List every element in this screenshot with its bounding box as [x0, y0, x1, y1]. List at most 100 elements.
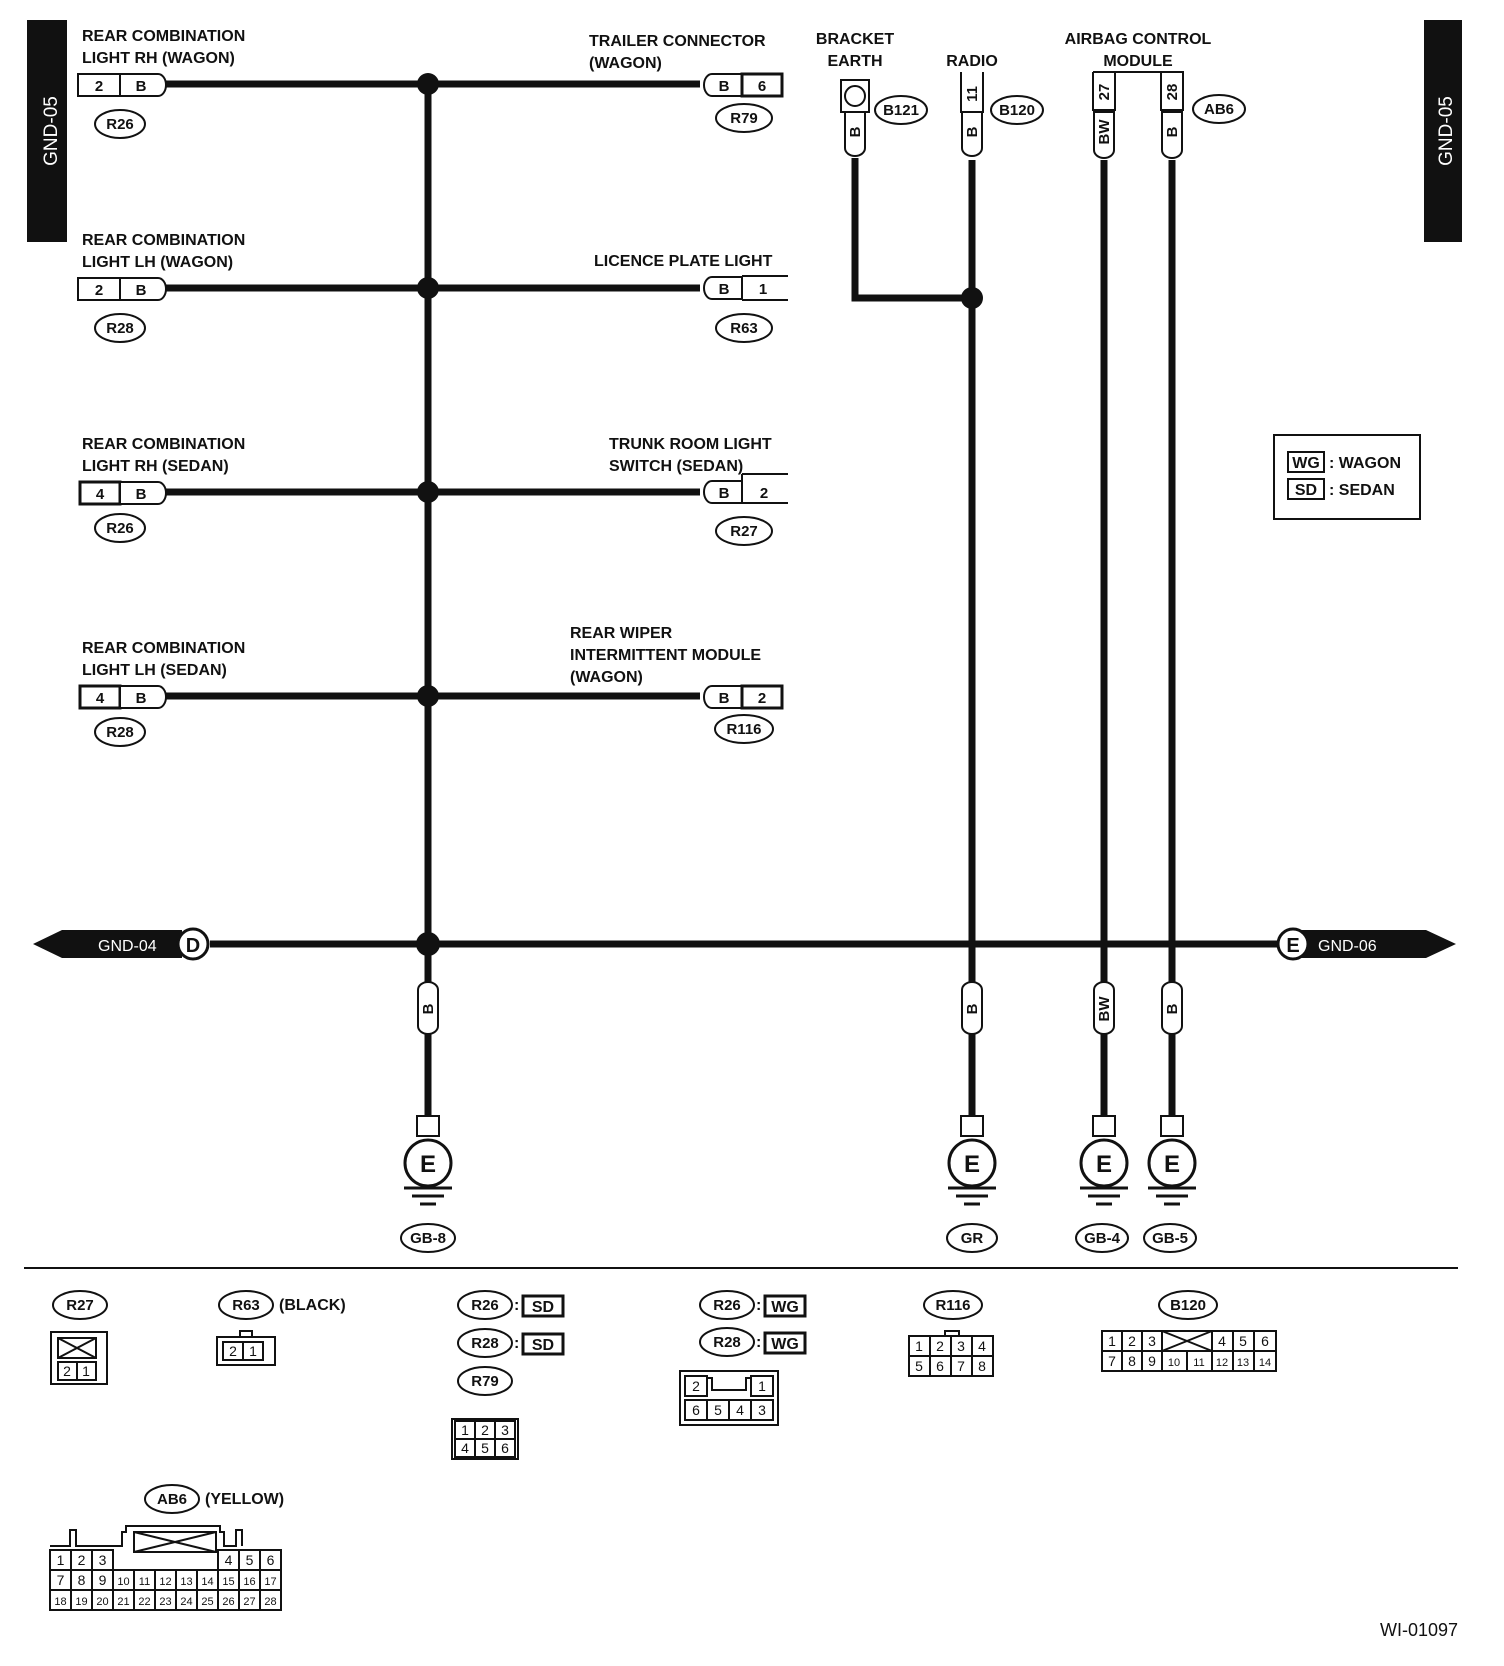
bus-right-node: E [1286, 935, 1299, 957]
connector-id: B120 [999, 102, 1035, 119]
pin-cell: 12 [159, 1576, 171, 1588]
bus-left-node: D [186, 935, 200, 957]
ground-symbol: E [964, 1151, 980, 1178]
pin-cell-box [259, 1589, 282, 1611]
pin-cell: 1 [82, 1363, 90, 1379]
connector-id: R26 [106, 116, 134, 133]
pin-cell: 3 [1148, 1333, 1156, 1349]
wire-color: B [719, 78, 730, 95]
component-label: REAR WIPER [570, 625, 673, 642]
left-component-4[interactable]: REAR COMBINATION LIGHT LH (SEDAN) 4 B R2… [78, 640, 245, 747]
pin-cell: 1 [915, 1338, 923, 1354]
pin-cell: 4 [978, 1338, 986, 1354]
pin-number: 2 [95, 78, 103, 95]
connector-view-r63[interactable]: R63 (BLACK) 2 1 [216, 1290, 346, 1366]
pin-cell: 2 [63, 1363, 71, 1379]
bracket-earth[interactable]: BRACKET EARTH B B121 [816, 31, 928, 157]
legend-sd-code: SD [1295, 482, 1317, 499]
pin-number: 4 [96, 486, 105, 503]
connector-note: (BLACK) [279, 1297, 346, 1314]
pin-number: 11 [964, 86, 981, 102]
wire-color: BW [1096, 119, 1113, 145]
pin-cell: 8 [1128, 1353, 1136, 1369]
ground-name: GR [961, 1230, 984, 1247]
pin-cell: 1 [758, 1378, 766, 1394]
connector-view-wg-group[interactable]: R26 : WG R28 : WG 2 1 6 5 4 3 [679, 1290, 807, 1426]
pin-cell: 12 [1216, 1357, 1228, 1369]
pin-cell: 1 [57, 1552, 65, 1568]
airbag-control-module[interactable]: AIRBAG CONTROL MODULE 27 28 BW B AB6 [1065, 31, 1246, 159]
wire-color: B [964, 126, 981, 137]
pin-cell: 11 [1193, 1357, 1204, 1369]
pin-cell: 10 [1168, 1357, 1180, 1369]
connector-id: R116 [935, 1297, 970, 1314]
connector-view-b120[interactable]: B120 1 2 3 4 5 6 7 8 9 10 11 12 13 14 [1101, 1290, 1277, 1372]
ground-gb-8[interactable]: B E GB-8 [400, 981, 456, 1253]
right-component-1[interactable]: TRAILER CONNECTOR (WAGON) B 6 R79 [589, 33, 784, 133]
pin-cell: 5 [246, 1552, 254, 1568]
pin-cell: 1 [461, 1422, 469, 1438]
pin-cell: 20 [96, 1596, 108, 1608]
wire-color: B [1164, 1003, 1181, 1014]
left-component-2[interactable]: REAR COMBINATION LIGHT LH (WAGON) 2 B R2… [77, 232, 245, 343]
pin-cell: 23 [159, 1596, 171, 1608]
component-label: INTERMITTENT MODULE [570, 647, 761, 664]
wire-color: B [719, 281, 730, 298]
connector-view-r79-group[interactable]: R26 : SD R28 : SD R79 1 2 3 4 5 6 [451, 1290, 565, 1460]
component-label: (WAGON) [570, 669, 643, 686]
ground-gb-4[interactable]: BW E GB-4 [1075, 981, 1129, 1253]
radio[interactable]: RADIO 11 B B120 [946, 53, 1044, 157]
pin-grid: 1 2 3 4 5 6 7 8 9 10 11 12 13 14 [1101, 1330, 1277, 1372]
wire-color: B [964, 1003, 981, 1014]
component-label: EARTH [827, 53, 882, 70]
component-label: REAR COMBINATION [82, 436, 245, 453]
wire-color: B [847, 126, 864, 137]
right-component-3[interactable]: TRUNK ROOM LIGHT SWITCH (SEDAN) B 2 R27 [609, 436, 788, 546]
pin-cell: 2 [78, 1552, 86, 1568]
pin-cell: 10 [117, 1576, 129, 1588]
pin-cell: 3 [99, 1552, 107, 1568]
pin-cell: 18 [54, 1596, 66, 1608]
left-component-1[interactable]: REAR COMBINATION LIGHT RH (WAGON) 2 B R2… [77, 28, 245, 139]
connector-id: R26 [471, 1297, 499, 1314]
bus-arrow-right[interactable]: E GND-06 [1276, 927, 1456, 961]
connector-id: R28 [106, 320, 134, 337]
component-label: TRAILER CONNECTOR [589, 33, 766, 50]
connector-id: R116 [726, 721, 761, 738]
pin-cell: 28 [264, 1596, 276, 1608]
pin-number: 4 [96, 690, 105, 707]
component-label: AIRBAG CONTROL [1065, 31, 1212, 48]
ground-gr[interactable]: B E GR [946, 981, 998, 1253]
pin-number: 2 [758, 690, 766, 707]
connector-id: R79 [730, 110, 758, 127]
component-label: LIGHT LH (WAGON) [82, 254, 233, 271]
right-component-4[interactable]: REAR WIPER INTERMITTENT MODULE (WAGON) B… [570, 625, 784, 744]
pin-number: 1 [759, 281, 767, 298]
wire-color: B [719, 690, 730, 707]
pin-number: 28 [1164, 84, 1181, 101]
ground-gb-5[interactable]: B E GB-5 [1143, 981, 1197, 1253]
legend-sd-text: : SEDAN [1329, 482, 1395, 499]
ground-name: GB-4 [1084, 1230, 1120, 1247]
pin-cell: 16 [243, 1576, 255, 1588]
connector-id: R79 [471, 1373, 499, 1390]
separator: : [756, 1334, 761, 1351]
pin-cell: 14 [1259, 1357, 1271, 1369]
ground-symbol: E [420, 1151, 436, 1178]
connector-view-r116[interactable]: R116 1 2 3 4 5 6 7 8 [908, 1290, 994, 1377]
component-label: LIGHT LH (SEDAN) [82, 662, 227, 679]
right-component-2[interactable]: LICENCE PLATE LIGHT B 1 R63 [594, 253, 788, 343]
ground-symbol: E [1164, 1151, 1180, 1178]
pin-cell: 5 [1239, 1333, 1247, 1349]
bus-arrow-left[interactable]: GND-04 D [33, 927, 210, 961]
connector-view-r27[interactable]: R27 2 1 [50, 1290, 108, 1385]
pin-cell: 6 [267, 1552, 275, 1568]
legend: WG : WAGON SD : SEDAN [1273, 434, 1421, 520]
connector-id: B121 [883, 102, 919, 119]
wire-color: B [136, 282, 147, 299]
pin-cell: 13 [180, 1576, 192, 1588]
component-label: LICENCE PLATE LIGHT [594, 253, 773, 270]
pin-cell: 1 [1108, 1333, 1116, 1349]
left-component-3[interactable]: REAR COMBINATION LIGHT RH (SEDAN) 4 B R2… [78, 436, 245, 543]
